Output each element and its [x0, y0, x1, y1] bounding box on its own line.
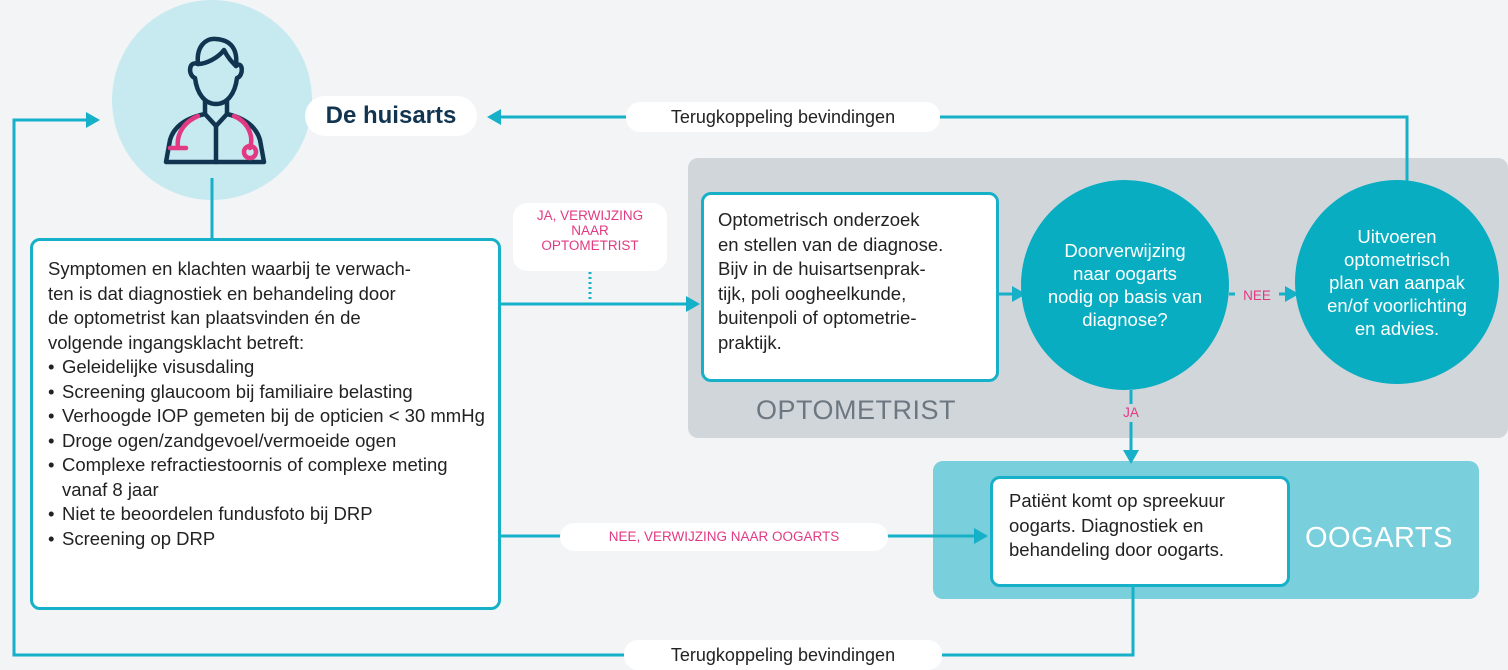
- intro-line: de optometrist kan plaatsvinden én de: [48, 307, 361, 328]
- oogarts-panel-label: OOGARTS: [1305, 522, 1453, 554]
- decision-circle: Doorverwijzing naar oogarts nodig op bas…: [1021, 180, 1229, 390]
- box-line: praktijk.: [718, 331, 782, 353]
- stethoscope-icon: [167, 113, 259, 161]
- label-line: JA, VERWIJZING: [536, 208, 644, 223]
- feedback-label-top: Terugkoppeling bevindingen: [626, 102, 940, 132]
- doctor-icon: [163, 36, 267, 165]
- list-item: Geleidelijke visusdaling: [48, 355, 488, 380]
- box-line: behandeling door oogarts.: [1009, 539, 1224, 560]
- arrow-head: [1012, 286, 1026, 302]
- list-item: Complexe refractiestoornis of complexe m…: [48, 453, 488, 502]
- list-item: Screening glaucoom bij familiaire belast…: [48, 380, 488, 405]
- list-item: Screening op DRP: [48, 527, 488, 552]
- label-line: OPTOMETRIST: [541, 238, 639, 253]
- plan-circle: Uitvoeren optometrisch plan van aanpak e…: [1295, 180, 1499, 384]
- intro-line: ten is dat diagnostiek en behandeling do…: [48, 282, 396, 304]
- circle-line: nodig op basis van: [1047, 286, 1203, 307]
- avatar-circle: [112, 0, 312, 200]
- intro-line: Symptomen en klachten waarbij te verwach…: [48, 258, 411, 279]
- box-line: Optometrisch onderzoek: [718, 209, 920, 230]
- circle-line: naar oogarts: [1073, 263, 1177, 284]
- box-line: buitenpoli of optometrie-: [718, 307, 917, 328]
- circle-line: Uitvoeren: [1357, 225, 1437, 247]
- label-nee: NEE: [1235, 287, 1279, 305]
- box-line: Patiënt komt op spreekuur: [1009, 490, 1225, 511]
- huisarts-label: De huisarts: [305, 96, 477, 136]
- box-line: Bijv in de huisartsenprak-: [718, 258, 926, 279]
- intro-line: volgende ingangsklacht betreft:: [48, 331, 305, 353]
- oogarts-box: Patiënt komt op spreekuur oogarts. Diagn…: [990, 476, 1290, 587]
- circle-line: en advies.: [1354, 317, 1440, 339]
- optometrist-panel-label: OPTOMETRIST: [756, 395, 957, 425]
- arrow-head: [1123, 450, 1139, 464]
- list-item: Droge ogen/zandgevoel/vermoeide ogen: [48, 429, 488, 454]
- feedback-label-bottom: Terugkoppeling bevindingen: [624, 640, 942, 670]
- label-line: NAAR: [571, 223, 609, 238]
- symptoms-list: Geleidelijke visusdaling Screening glauc…: [48, 355, 488, 551]
- list-item: Niet te beoordelen fundusfoto bij DRP: [48, 502, 488, 527]
- arrow-head: [1285, 286, 1299, 302]
- label-ja: JA: [1117, 404, 1145, 422]
- circle-line: Doorverwijzing: [1064, 240, 1186, 261]
- circle-line: optometrisch: [1344, 248, 1450, 270]
- box-line: en stellen van de diagnose.: [718, 233, 944, 255]
- label-nee-verwijzing: NEE, VERWIJZING NAAR OOGARTS: [560, 523, 888, 551]
- circle-line: diagnose?: [1082, 309, 1168, 330]
- arrow-head: [487, 109, 501, 125]
- arrow-head: [86, 112, 100, 128]
- circle-line: plan van aanpak: [1329, 271, 1465, 293]
- symptoms-intro: Symptomen en klachten waarbij te verwach…: [48, 249, 488, 355]
- symptoms-box: Symptomen en klachten waarbij te verwach…: [30, 238, 501, 610]
- label-ja-verwijzing: JA, VERWIJZING NAAR OPTOMETRIST: [513, 203, 667, 271]
- arrow-head: [686, 296, 700, 312]
- list-item: Verhoogde IOP gemeten bij de opticien < …: [48, 404, 488, 429]
- box-line: oogarts. Diagnostiek en: [1009, 514, 1204, 536]
- arrow-head: [974, 528, 988, 544]
- optometrist-box: Optometrisch onderzoek en stellen van de…: [701, 192, 999, 382]
- circle-line: en/of voorlichting: [1327, 294, 1467, 316]
- box-line: tijk, poli oogheelkunde,: [718, 282, 907, 304]
